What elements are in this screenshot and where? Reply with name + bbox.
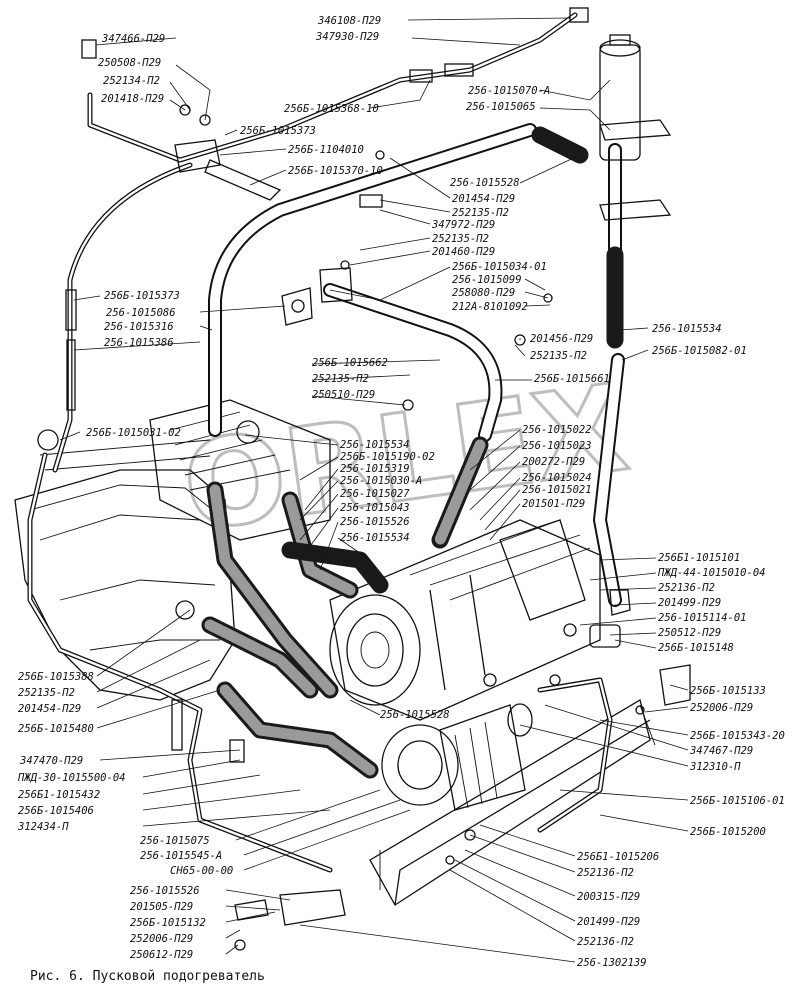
label: 256Б-1015661 bbox=[534, 373, 610, 385]
part-labels: 346108-П29 347930-П29 347466-П29 250508-… bbox=[17, 15, 785, 969]
label: 256-1015534 bbox=[652, 323, 722, 335]
label: 346108-П29 bbox=[317, 15, 381, 27]
label: 256Б-1015082-01 bbox=[652, 345, 747, 357]
label: 347930-П29 bbox=[315, 31, 379, 43]
label: 312434-П bbox=[17, 821, 69, 833]
label: 256-1015024 bbox=[522, 472, 592, 484]
label: 256-1015534 bbox=[340, 439, 410, 451]
label: 201456-П29 bbox=[530, 333, 593, 345]
label: 252136-П2 bbox=[577, 867, 634, 879]
label: 256Б-1015406 bbox=[18, 805, 94, 817]
label: 252135-П2 bbox=[432, 233, 489, 245]
label: 256Б-1015662 bbox=[312, 357, 388, 369]
small-parts bbox=[37, 104, 691, 951]
label: 347972-П29 bbox=[431, 219, 495, 231]
label: 201454-П29 bbox=[452, 193, 515, 205]
label: 256-1015545-А bbox=[140, 850, 222, 862]
label: 252136-П2 bbox=[658, 582, 715, 594]
label: 256-1015021 bbox=[522, 484, 592, 496]
label: 252135-П2 bbox=[452, 207, 509, 219]
label: 250612-П29 bbox=[130, 949, 193, 961]
tray-pan bbox=[369, 698, 656, 906]
label: 256Б-1015480 bbox=[18, 723, 94, 735]
label: ПЖД-44-1015010-04 bbox=[657, 567, 765, 579]
label: 256-1015023 bbox=[522, 440, 592, 452]
label: 201499-П29 bbox=[577, 916, 640, 928]
label: 252135-П2 bbox=[312, 373, 369, 385]
heater-boiler bbox=[329, 519, 601, 811]
label: 256Б-1015373 bbox=[240, 125, 316, 137]
label: 256Б-1015132 bbox=[130, 917, 206, 929]
label: 201501-П29 bbox=[522, 498, 585, 510]
label: 256Б-1015133 bbox=[690, 685, 766, 697]
label: 256-1015319 bbox=[340, 463, 410, 475]
label: 252136-П2 bbox=[577, 936, 634, 948]
label: 212А-8101092 bbox=[452, 301, 528, 313]
figure-caption: Рис. 6. Пусковой подогреватель bbox=[30, 969, 265, 984]
label: 256Б-1015370-10 bbox=[288, 165, 383, 177]
label: 256-1015526 bbox=[340, 516, 410, 528]
label: 256-1015043 bbox=[340, 502, 410, 514]
label: 256-1015027 bbox=[340, 488, 410, 500]
label: 200272-П29 bbox=[522, 456, 585, 468]
label: 256Б-1015190-02 bbox=[340, 451, 435, 463]
label: СН65-00-00 bbox=[170, 865, 233, 877]
label: 256-1015030-А bbox=[340, 475, 422, 487]
label: 347467-П29 bbox=[689, 745, 753, 757]
label: 256-1015065 bbox=[466, 101, 536, 113]
label: 252134-П2 bbox=[103, 75, 160, 87]
label: 256Б-1015388 bbox=[18, 671, 94, 683]
label: 256-1015070-А bbox=[468, 85, 550, 97]
label: 201505-П29 bbox=[130, 901, 193, 913]
label: 201454-П29 bbox=[18, 703, 81, 715]
label: 250512-П29 bbox=[658, 627, 721, 639]
label: 201499-П29 bbox=[658, 597, 721, 609]
leader-lines bbox=[59, 17, 689, 963]
label: 256Б1-1015101 bbox=[658, 552, 740, 564]
label: 256Б-1015373 bbox=[104, 290, 180, 302]
label: 256-1015316 bbox=[104, 321, 174, 333]
label: 252135-П2 bbox=[530, 350, 587, 362]
label: 256-1015075 bbox=[140, 835, 210, 847]
label: 256Б1-1015206 bbox=[577, 851, 659, 863]
label: 256Б-1015034-01 bbox=[452, 261, 547, 273]
label: 256-1015022 bbox=[522, 424, 592, 436]
fuel-lines bbox=[27, 7, 613, 873]
label: 256Б-1015200 bbox=[690, 826, 766, 838]
label: 256Б-1015148 bbox=[658, 642, 734, 654]
label: 347470-П29 bbox=[19, 755, 83, 767]
label: 256-1015086 bbox=[106, 307, 176, 319]
label: 201418-П29 bbox=[101, 93, 164, 105]
label: 256Б1-1015432 bbox=[18, 789, 100, 801]
label: 250508-П29 bbox=[98, 57, 161, 69]
expansion-tank bbox=[599, 34, 672, 221]
label: 256-1302139 bbox=[577, 957, 647, 969]
label: 252006-П29 bbox=[690, 702, 753, 714]
label: 252006-П29 bbox=[130, 933, 193, 945]
label: 256Б-1015343-20 bbox=[690, 730, 785, 742]
label: 256-1015526 bbox=[130, 885, 200, 897]
label: ПЖД-30-1015500-04 bbox=[17, 772, 125, 784]
label: 347466-П29 bbox=[101, 33, 165, 45]
label: 200315-П29 bbox=[577, 891, 640, 903]
label: 256-1015534 bbox=[340, 532, 410, 544]
label: 256Б-1015368-10 bbox=[284, 103, 379, 115]
label: 256-1015099 bbox=[452, 274, 522, 286]
label: 256-1015528 bbox=[380, 709, 450, 721]
label: 252135-П2 bbox=[18, 687, 75, 699]
coolant-pipes bbox=[201, 123, 625, 779]
label: 312310-П bbox=[689, 761, 741, 773]
label: 201460-П29 bbox=[432, 246, 495, 258]
label: 256-1015528 bbox=[450, 177, 520, 189]
label: 250510-П29 bbox=[312, 389, 375, 401]
label: 258080-П29 bbox=[452, 287, 515, 299]
label: 256Б-1015106-01 bbox=[690, 795, 785, 807]
label: 256-1015386 bbox=[104, 337, 174, 349]
label: 256-1015114-01 bbox=[658, 612, 747, 624]
label: 256Б-1104010 bbox=[288, 144, 364, 156]
label: 256Б-1015031-02 bbox=[86, 427, 181, 439]
